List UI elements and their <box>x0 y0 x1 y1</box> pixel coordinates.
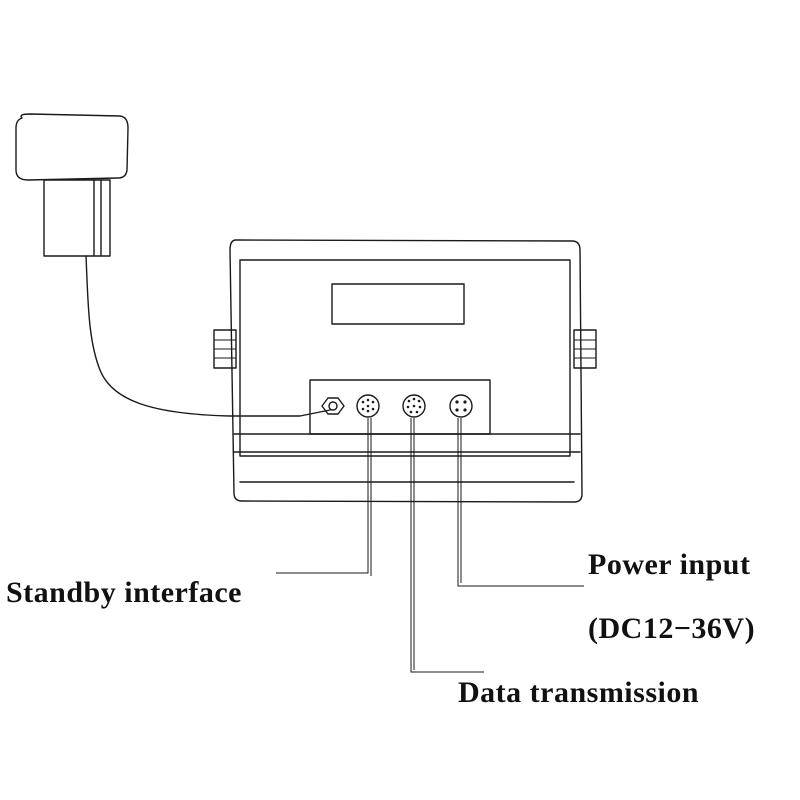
connector-panel <box>309 379 491 435</box>
indicator-display-unit <box>213 239 597 503</box>
leader-lines <box>276 418 584 673</box>
standby-connector-icon <box>356 394 380 418</box>
label-data-transmission: Data transmission <box>458 676 699 709</box>
data-connector-icon <box>402 394 426 418</box>
power-connector-icon <box>449 394 473 418</box>
label-standby-interface: Standby interface <box>6 576 242 609</box>
left-bracket-knob <box>213 329 237 369</box>
label-power-input: Power input <box>588 548 750 581</box>
label-power-voltage: (DC12−36V) <box>588 612 755 645</box>
antenna-icon <box>15 113 331 417</box>
right-bracket-knob <box>573 329 597 369</box>
display-window <box>331 283 465 325</box>
antenna-connector-icon <box>321 397 345 415</box>
